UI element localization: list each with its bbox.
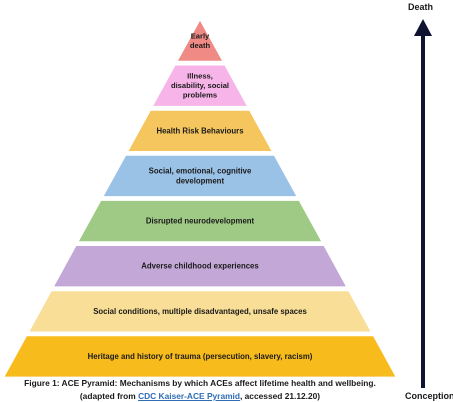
- pyramid-layer-6-label: Adverse childhood experiences: [141, 262, 259, 271]
- pyramid-layer-1-label: death: [190, 41, 211, 50]
- pyramid-layer-7: [28, 290, 372, 333]
- pyramid-layer-2-label: Illness,: [187, 72, 213, 81]
- pyramid-layer-8: [3, 335, 397, 378]
- pyramid-layer-2-label: disability, social: [171, 81, 229, 90]
- arrow-head-icon: [414, 19, 432, 36]
- pyramid-layer-4-label: Social, emotional, cognitive: [149, 167, 252, 176]
- pyramid-layer-6: [52, 245, 348, 288]
- figure-source-line: (adapted from CDC Kaiser-ACE Pyramid, ac…: [0, 391, 400, 401]
- pyramid-layer-1: [176, 19, 224, 62]
- pyramid-layer-4: [102, 154, 298, 197]
- source-link[interactable]: CDC Kaiser-ACE Pyramid: [138, 391, 240, 401]
- pyramid-layer-5-label: Disrupted neurodevelopment: [146, 217, 255, 226]
- pyramid-layer-2-label: problems: [183, 91, 217, 100]
- timeline-arrow: [414, 19, 432, 388]
- source-prefix: (adapted from: [79, 391, 139, 401]
- pyramid-layer-4-label: development: [176, 176, 224, 185]
- pyramid-layer-7-label: Social conditions, multiple disadvantage…: [93, 307, 307, 316]
- pyramid-layer-1-label: Early: [191, 31, 210, 40]
- arrow-top-label: Death: [408, 2, 434, 12]
- pyramid-layer-3-label: Health Risk Behaviours: [156, 126, 244, 135]
- arrow-bottom-label: Conception: [405, 391, 453, 401]
- pyramid-layer-3: [127, 109, 273, 152]
- pyramid-layer-5: [77, 200, 323, 243]
- pyramid-layer-8-label: Heritage and history of trauma (persecut…: [88, 352, 313, 361]
- pyramid-layer-2: [151, 64, 249, 107]
- figure-caption: Figure 1: ACE Pyramid: Mechanisms by whi…: [24, 378, 376, 388]
- source-suffix: , accessed 21.12.20): [240, 391, 321, 401]
